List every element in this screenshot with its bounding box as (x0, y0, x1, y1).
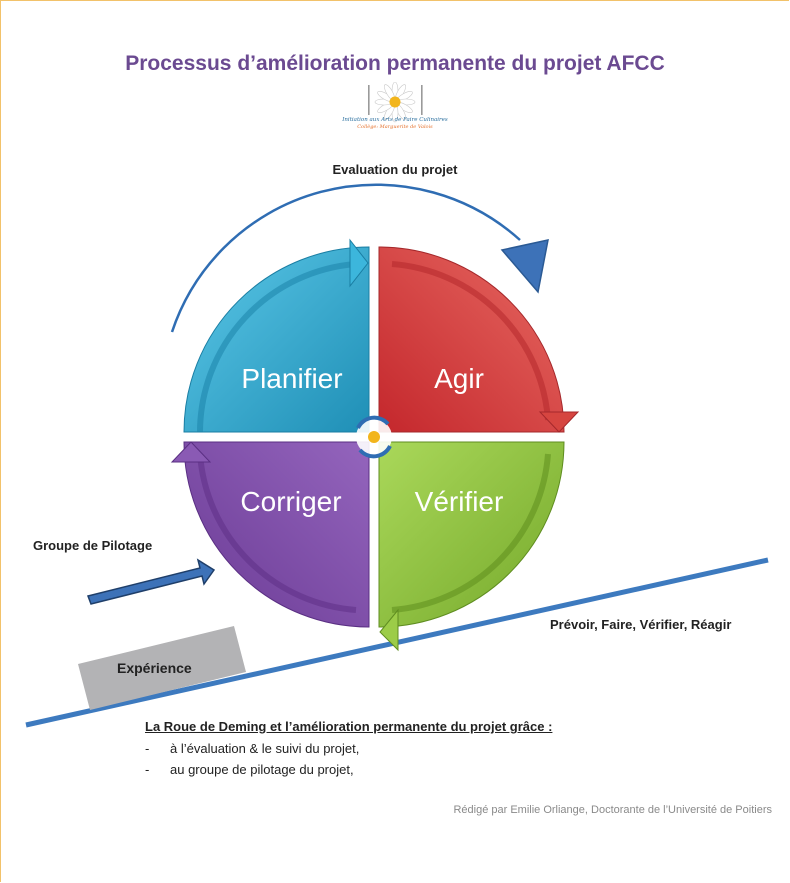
knife-icon (421, 85, 423, 115)
quadrant-agir (378, 246, 580, 433)
daisy-center (389, 96, 401, 108)
experience-block (78, 626, 246, 710)
daisy-logo (368, 82, 423, 123)
pilotage-arrow (87, 558, 216, 605)
list-dash: - (145, 741, 150, 756)
list-item-text: au groupe de pilotage du projet, (170, 762, 354, 777)
quadrant-label-planifier: Planifier (241, 363, 342, 394)
evaluation-arc (170, 183, 521, 333)
evaluation-label: Evaluation du projet (332, 162, 458, 177)
logo-caption-2: Collège: Marguerite de Valois (357, 124, 433, 130)
list-item-text: à l’évaluation & le suivi du projet, (170, 741, 360, 756)
evaluation-arc-arrowhead (500, 239, 549, 294)
author-credit: Rédigé par Emilie Orliange, Doctorante d… (453, 804, 772, 816)
quadrant-planifier (183, 238, 370, 433)
fork-icon (368, 85, 370, 115)
quadrant-verifier (378, 441, 565, 652)
center-cycle-icon (356, 415, 392, 459)
page-title: Processus d’amélioration permanente du p… (125, 52, 665, 75)
quadrant-label-corriger: Corriger (240, 486, 341, 517)
list-dash: - (145, 762, 150, 777)
logo-caption-1: Initiation aux Arts de Faire Culinaires (342, 117, 448, 123)
groupe-pilotage-label: Groupe de Pilotage (33, 538, 153, 553)
quadrant-corriger (170, 441, 370, 628)
slope-label: Prévoir, Faire, Vérifier, Réagir (550, 617, 732, 632)
experience-label: Expérience (117, 660, 192, 676)
summary-title: La Roue de Deming et l’amélioration perm… (145, 719, 553, 734)
quadrant-label-agir: Agir (434, 363, 484, 394)
quadrant-label-verifier: Vérifier (415, 486, 504, 517)
